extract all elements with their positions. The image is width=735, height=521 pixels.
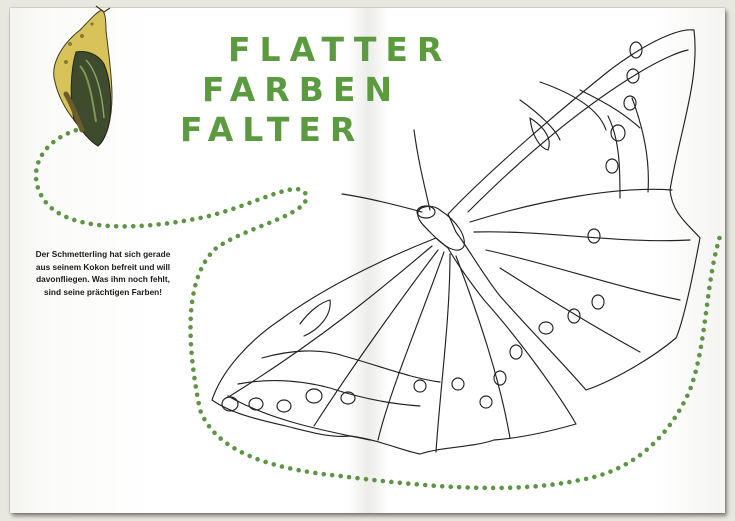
title-line-2: FARBEN — [202, 70, 402, 109]
butterfly-coloring-illustration — [211, 29, 701, 455]
dotted-flight-path — [33, 125, 725, 491]
title-line-1: FLATTER — [228, 30, 452, 69]
open-book-spread — [10, 8, 725, 513]
title-line-3: FALTER — [180, 110, 365, 149]
butterfly-body — [417, 205, 465, 251]
butterfly-hindwing — [211, 237, 577, 455]
chrysalis-illustration — [53, 5, 113, 147]
butterfly-forewing — [447, 29, 701, 391]
intro-paragraph: Der Schmetterling hat sich gerade aus se… — [35, 249, 171, 298]
